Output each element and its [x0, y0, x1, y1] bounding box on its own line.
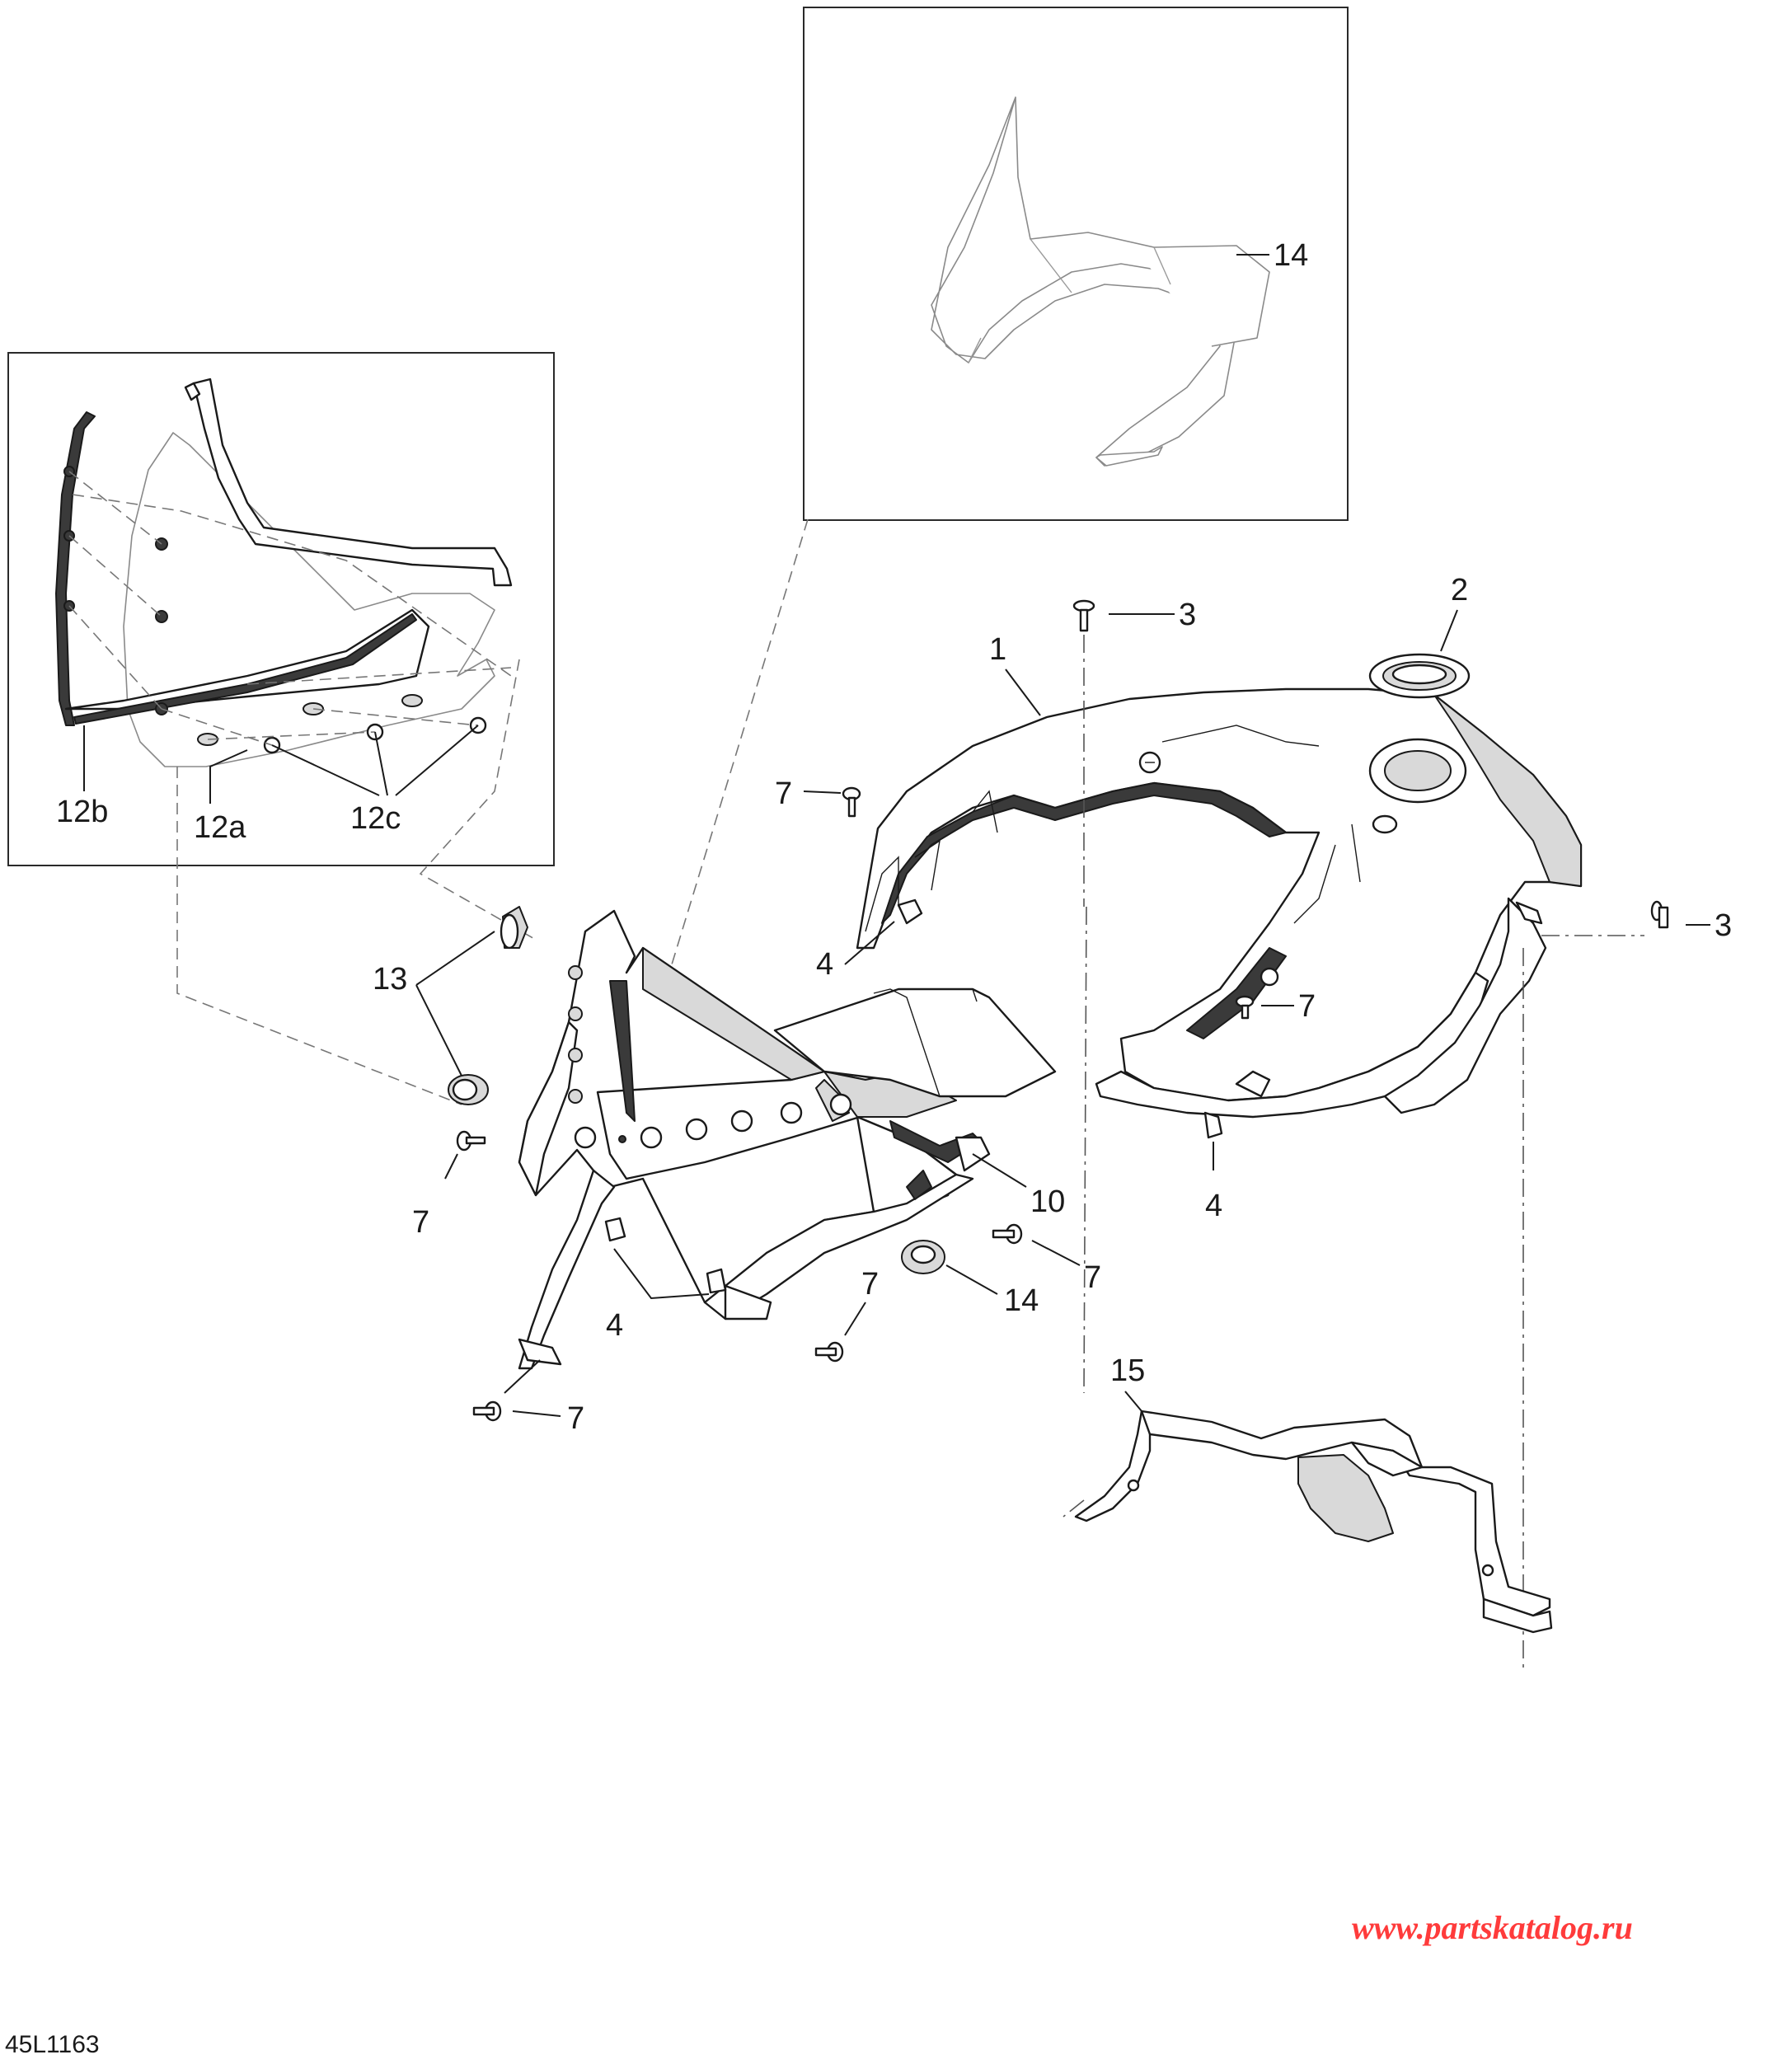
callout-14-grommet: 14 [1004, 1283, 1039, 1318]
clip-4-right [1203, 1111, 1223, 1139]
fuel-cap-gasket-part [1368, 653, 1471, 699]
callout-12c: 12c [350, 801, 401, 836]
callout-12b: 12b [56, 795, 108, 829]
grommet-13-bottom [448, 1074, 489, 1105]
callout-7-center-right: 7 [1084, 1260, 1101, 1295]
callout-2: 2 [1451, 573, 1468, 607]
callout-4-front: 4 [606, 1308, 623, 1343]
callout-15: 15 [1110, 1353, 1145, 1388]
side-deflector-part [55, 378, 513, 767]
callout-1: 1 [989, 632, 1006, 667]
nose-panel-part [518, 909, 1057, 1370]
watermark: www.partskatalog.ru [1352, 1909, 1633, 1946]
deflector-inset-frame [7, 352, 555, 866]
screw-7-bottom [472, 1400, 502, 1422]
callout-7-bottom: 7 [567, 1401, 584, 1436]
clip-4-top [897, 898, 923, 925]
callout-7-top-left: 7 [775, 776, 792, 811]
callout-3-top: 3 [1179, 598, 1196, 632]
tank-cover-part [856, 687, 1583, 1119]
windshield-part [931, 96, 1270, 467]
screw-7-left [456, 1130, 486, 1152]
callout-4-top: 4 [816, 947, 833, 982]
callout-4-right: 4 [1205, 1189, 1222, 1223]
callout-14-windshield: 14 [1274, 238, 1308, 273]
screw-7-lower-center [814, 1341, 844, 1363]
callout-7-left: 7 [412, 1205, 429, 1240]
callout-7-lower-center: 7 [861, 1267, 879, 1302]
grommet-13-top [500, 906, 528, 950]
screw-7-center-right [992, 1223, 1023, 1245]
screw-3-top [1072, 599, 1095, 632]
support-bracket-part [1074, 1410, 1553, 1634]
callout-12a: 12a [194, 810, 246, 845]
screw-7-tank [1235, 995, 1255, 1020]
windshield-inset-frame [803, 7, 1349, 521]
screw-3-right [1650, 900, 1669, 929]
grommet-14-bottom [901, 1240, 945, 1274]
callout-13: 13 [373, 962, 407, 997]
screw-7-top-left [842, 786, 861, 818]
callout-7-tank: 7 [1298, 989, 1316, 1024]
callout-10: 10 [1030, 1184, 1065, 1219]
callout-3-right: 3 [1715, 908, 1732, 943]
clip-4-front-right [706, 1268, 727, 1294]
reference-code: 45L1163 [5, 2031, 100, 2058]
clip-4-front-left [604, 1217, 626, 1242]
